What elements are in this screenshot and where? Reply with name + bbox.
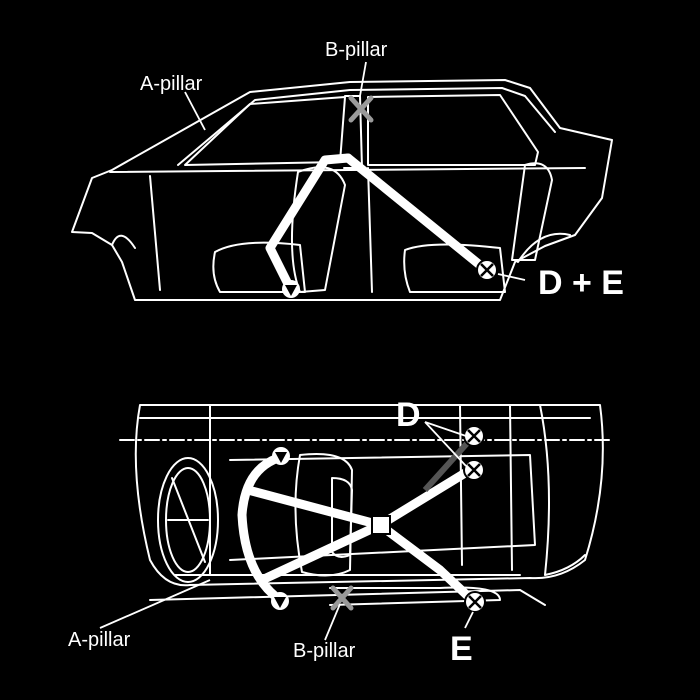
b-pillar-label-top: B-pillar [325,39,388,61]
rear-inner-line [459,404,463,566]
car-body-outline [71,79,613,301]
e-label: E [450,630,473,668]
front-wheel-arch [111,234,136,249]
b-pillar-leader [359,61,367,97]
side-roll-cage [265,153,491,293]
main-hoop-tube [265,153,353,293]
top-leaders [99,421,474,641]
front-seat-cushion [212,241,306,293]
top-body-outline [134,404,604,587]
a-pillar-label-bottom: A-pillar [68,629,131,651]
bolt-mount-icon [464,591,486,613]
b-pillar-label-bottom: B-pillar [293,640,356,662]
side-markers [282,95,498,298]
steering-wheel [157,457,219,583]
inner-side-line [229,454,536,561]
top-roll-cage [237,453,477,605]
rear-seat-cushion [403,243,506,293]
bolt-mount-icon [476,259,498,281]
bolt-mount-icon [463,425,485,447]
cage-shadow-tube [422,437,473,493]
rear-wheel-arch [517,232,571,263]
d-label: D [396,396,421,434]
side-leaders [184,61,526,281]
cross-mount-icon [348,95,374,123]
de-label: D + E [538,264,624,302]
triangle-mount-icon [271,592,289,610]
b-pillar-leader-bottom [324,603,341,641]
cage-junction [371,515,391,535]
de-leader [497,273,526,281]
triangle-mount-icon [282,280,300,298]
e-leader [464,611,474,629]
rear-end-line [509,404,513,571]
d-leader-2 [424,421,467,467]
d-leader-1 [424,421,467,437]
top-markers [271,425,486,613]
a-pillar-leader-bottom [99,579,211,629]
steering-wheel-inner [165,467,211,573]
top-rear-stay-lower [375,520,477,605]
top-rear-stay-upper [375,465,475,530]
front-door-line [149,175,161,291]
cross-mount-icon [330,585,354,611]
belt-line [109,167,586,173]
steering-spokes [167,477,209,563]
door-sill [329,586,501,606]
triangle-mount-icon [272,447,290,465]
bolt-mount-icon [463,459,485,481]
rear-stay-tube [343,153,491,275]
top-seat-back [331,477,353,558]
rear-window [367,94,539,166]
a-pillar-label-top: A-pillar [140,73,203,95]
rear-door-line [367,167,373,293]
top-diag-lower [257,520,385,585]
a-pillar-leader [184,91,206,131]
rear-seat [511,162,553,261]
rear-bumper [539,404,586,576]
top-diag-upper [243,485,385,530]
